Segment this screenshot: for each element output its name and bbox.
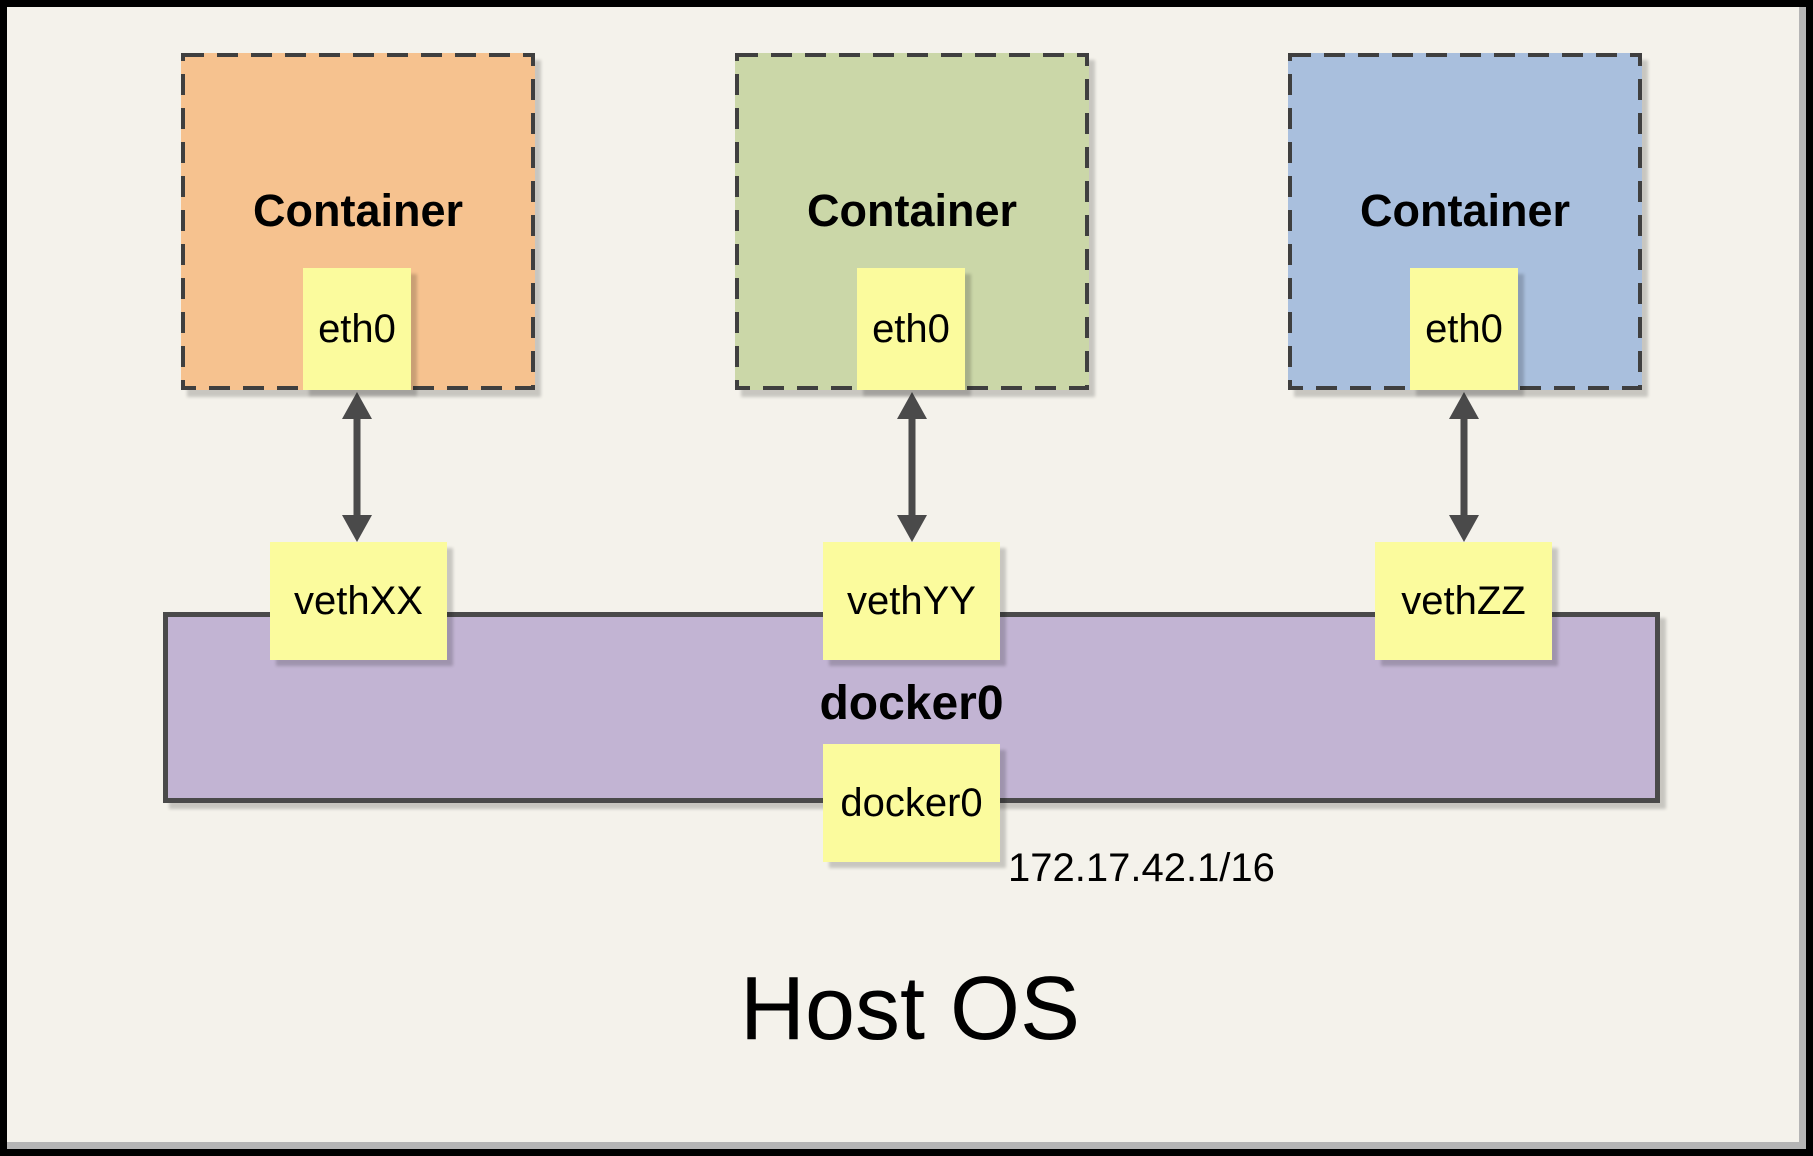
eth0-box-3: eth0 <box>1410 268 1518 390</box>
eth0-box-1: eth0 <box>303 268 411 390</box>
container-label: Container <box>806 185 1017 236</box>
host-os-label: Host OS <box>739 959 1081 1059</box>
container-label: Container <box>252 185 463 236</box>
eth0-label: eth0 <box>872 306 950 351</box>
eth0-box-2: eth0 <box>857 268 965 390</box>
eth0-label: eth0 <box>1425 306 1503 351</box>
host-os-area: Container eth0 Container eth0 Container … <box>7 7 1806 1149</box>
container-box-3: Container eth0 <box>1288 53 1642 390</box>
container-box-2: Container eth0 <box>735 53 1089 390</box>
bidirectional-arrow-icon <box>1449 392 1479 542</box>
vethyy-box: vethYY <box>823 542 1000 660</box>
bidirectional-arrow-icon <box>342 392 372 542</box>
container-box-1: Container eth0 <box>181 53 535 390</box>
docker0-interface-box: docker0 <box>823 744 1000 862</box>
container-label: Container <box>1359 185 1570 236</box>
vethxx-label: vethXX <box>294 578 423 623</box>
vethzz-label: vethZZ <box>1401 578 1526 623</box>
docker0-interface-label: docker0 <box>840 780 983 825</box>
bridge-ip-label: 172.17.42.1/16 <box>1008 846 1275 890</box>
vethyy-label: vethYY <box>847 578 976 623</box>
vethxx-box: vethXX <box>270 542 447 660</box>
eth0-label: eth0 <box>318 306 396 351</box>
vethzz-box: vethZZ <box>1375 542 1552 660</box>
bidirectional-arrow-icon <box>897 392 927 542</box>
docker0-bridge-label: docker0 <box>819 677 1004 730</box>
